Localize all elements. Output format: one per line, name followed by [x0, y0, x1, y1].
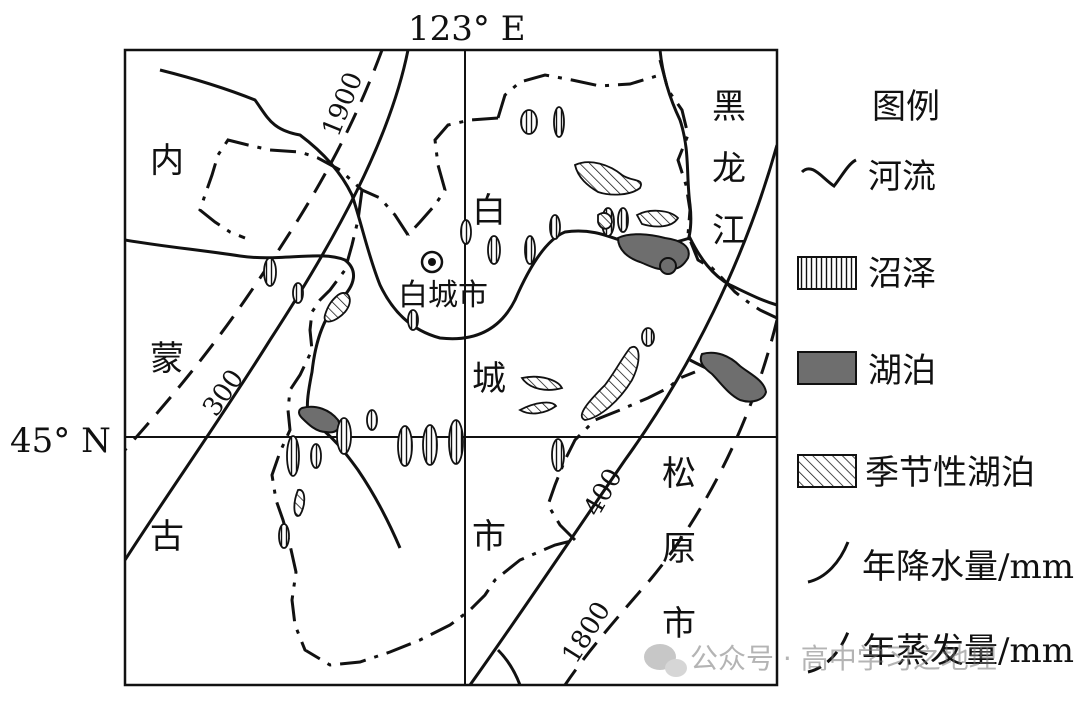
marsh — [549, 214, 561, 240]
city-label-baicheng: 白城市 — [398, 278, 488, 313]
marsh-group — [263, 106, 655, 549]
legend-seasonal-lake-symbol — [797, 454, 857, 488]
precipitation-isoline-400 — [468, 144, 777, 685]
marsh — [520, 109, 538, 135]
region-neimenggu-char2: 蒙 — [150, 339, 184, 379]
region-baicheng-char2: 城 — [472, 359, 506, 399]
region-songyuan-char2: 原 — [662, 529, 696, 569]
marsh — [553, 106, 565, 138]
seasonal-lake-group — [293, 161, 680, 517]
legend-evaporation-label: 年蒸发量/mm — [862, 631, 1074, 671]
marsh — [448, 419, 464, 465]
marsh — [407, 309, 419, 331]
legend-evaporation-symbol — [807, 631, 850, 674]
isoline-label-1900: 1900 — [317, 68, 370, 141]
marsh — [397, 425, 413, 467]
isoline-label-300: 300 — [197, 364, 250, 422]
legend-marsh-symbol — [797, 256, 857, 290]
legend-lake-label: 湖泊 — [868, 351, 936, 391]
lake-east — [616, 233, 690, 271]
evaporation-isoline-1900 — [125, 50, 384, 451]
lake-west — [298, 405, 341, 434]
marsh — [366, 409, 378, 431]
seasonal-lake — [323, 292, 351, 323]
legend-precipitation-label: 年降水量/mm — [862, 547, 1074, 587]
watermark: 公众号 · 高中学习之地理 — [644, 642, 997, 677]
marsh — [278, 523, 290, 549]
river-west — [125, 238, 402, 549]
seasonal-lake — [518, 401, 558, 415]
river-east-tributary — [658, 50, 693, 241]
isoline-label-1800: 1800 — [556, 597, 617, 669]
legend-river-symbol — [800, 158, 857, 189]
marsh — [263, 257, 277, 287]
marsh — [310, 443, 322, 469]
city-marker-inner — [428, 258, 436, 266]
wechat-logo-icon-secondary — [665, 659, 687, 677]
watermark-text: 公众号 · 高中学习之地理 — [690, 642, 997, 675]
province-boundary-west — [198, 73, 661, 667]
region-heilongjiang-char3: 江 — [712, 211, 746, 251]
marsh — [641, 327, 655, 347]
seasonal-lake — [573, 161, 642, 196]
lake-east-small — [659, 257, 677, 275]
seasonal-lake — [580, 345, 640, 421]
region-heilongjiang-char2: 龙 — [712, 149, 746, 189]
precipitation-isoline-300 — [125, 50, 410, 561]
map-frame — [123, 48, 779, 687]
legend-river-label: 河流 — [868, 157, 936, 197]
marsh — [460, 219, 472, 245]
marsh — [292, 282, 304, 304]
marsh — [617, 207, 629, 233]
river-south-stub — [496, 648, 522, 685]
region-heilongjiang-char1: 黑 — [712, 87, 746, 127]
seasonal-lake — [635, 209, 680, 228]
region-neimenggu-char3: 古 — [150, 517, 184, 557]
isoline-label-400: 400 — [578, 464, 629, 522]
marsh — [286, 435, 300, 477]
marsh — [422, 424, 438, 466]
longitude-label: 123° E — [408, 9, 526, 49]
legend-marsh-label: 沼泽 — [868, 254, 936, 294]
region-neimenggu-char1: 内 — [150, 141, 184, 181]
lake-southeast — [699, 351, 768, 403]
legend-title: 图例 — [872, 87, 940, 127]
legend-precipitation-symbol — [807, 541, 850, 584]
legend-lake-symbol — [797, 351, 857, 385]
region-baicheng-char1: 白 — [472, 191, 506, 231]
seasonal-lake — [293, 489, 306, 517]
seasonal-lake — [520, 375, 564, 391]
region-songyuan-char3: 市 — [662, 604, 696, 644]
legend-seasonal-lake-label: 季节性湖泊 — [865, 453, 1035, 493]
marsh — [336, 417, 352, 455]
seasonal-lake — [597, 212, 613, 230]
marsh — [487, 235, 501, 265]
region-songyuan-char1: 松 — [662, 454, 696, 494]
marsh — [524, 235, 536, 265]
latitude-label: 45° N — [10, 421, 111, 461]
region-baicheng-char3: 市 — [472, 517, 506, 557]
marsh — [551, 438, 565, 472]
legend: 图例 河流 沼泽 湖泊 季节性湖泊 年降水量/mm 年蒸发量/mm — [797, 87, 1074, 674]
province-boundary-east — [658, 59, 777, 320]
